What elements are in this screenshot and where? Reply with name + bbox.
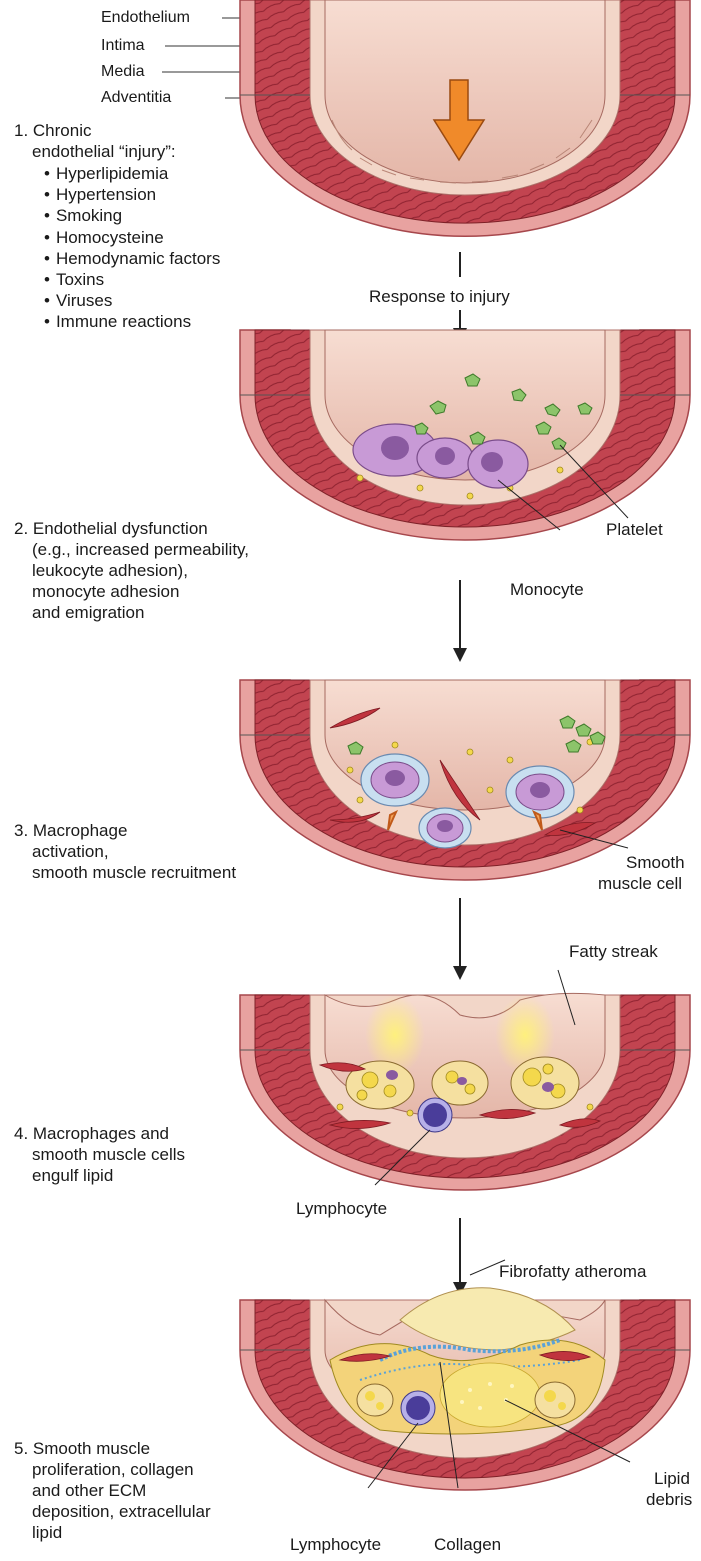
step5-line: and other ECM [32, 1480, 146, 1501]
vessel-endothelial-dysfunction [0, 330, 701, 550]
lipid-debris-label-line2: debris [646, 1489, 692, 1510]
step1-title-line2: endothelial “injury”: [32, 141, 176, 162]
lipid-debris-label-line1: Lipid [654, 1468, 690, 1489]
flow-arrow-icon [448, 580, 472, 662]
step5-line: deposition, extracellular [32, 1501, 211, 1522]
step3-line: 3. Macrophage [14, 820, 127, 841]
step2-line: monocyte adhesion [32, 581, 179, 602]
flow-arrow-icon [448, 1218, 472, 1296]
cause-item: Hypertension [44, 184, 220, 205]
smooth-muscle-label-line2: muscle cell [598, 873, 682, 894]
cause-item: Smoking [44, 205, 220, 226]
monocyte-label: Monocyte [510, 579, 584, 600]
step4-line: 4. Macrophages and [14, 1123, 169, 1144]
cause-item: Viruses [44, 290, 220, 311]
injury-cause-list: Hyperlipidemia Hypertension Smoking Homo… [44, 163, 220, 333]
lymphocyte-label-2: Lymphocyte [290, 1534, 381, 1555]
step2-line: and emigration [32, 602, 144, 623]
step1-title-line1: 1. Chronic [14, 120, 91, 141]
step5-line: proliferation, collagen [32, 1459, 194, 1480]
step2-line: (e.g., increased permeability, [32, 539, 249, 560]
step3-line: activation, [32, 841, 109, 862]
cause-item: Toxins [44, 269, 220, 290]
step4-line: engulf lipid [32, 1165, 113, 1186]
platelet-label: Platelet [606, 519, 663, 540]
step5-line: lipid [32, 1522, 62, 1543]
step3-line: smooth muscle recruitment [32, 862, 236, 883]
step4-line: smooth muscle cells [32, 1144, 185, 1165]
step2-line: leukocyte adhesion), [32, 560, 188, 581]
cause-item: Hyperlipidemia [44, 163, 220, 184]
response-to-injury-label: Response to injury [369, 286, 510, 307]
fatty-streak-label: Fatty streak [569, 941, 658, 962]
flow-arrow-icon [448, 898, 472, 980]
cause-item: Homocysteine [44, 227, 220, 248]
lymphocyte-label: Lymphocyte [296, 1198, 387, 1219]
collagen-label: Collagen [434, 1534, 501, 1555]
cause-item: Hemodynamic factors [44, 248, 220, 269]
smooth-muscle-label-line1: Smooth [626, 852, 685, 873]
step5-line: 5. Smooth muscle [14, 1438, 150, 1459]
fibrofatty-atheroma-label: Fibrofatty atheroma [499, 1261, 646, 1282]
step2-line: 2. Endothelial dysfunction [14, 518, 208, 539]
